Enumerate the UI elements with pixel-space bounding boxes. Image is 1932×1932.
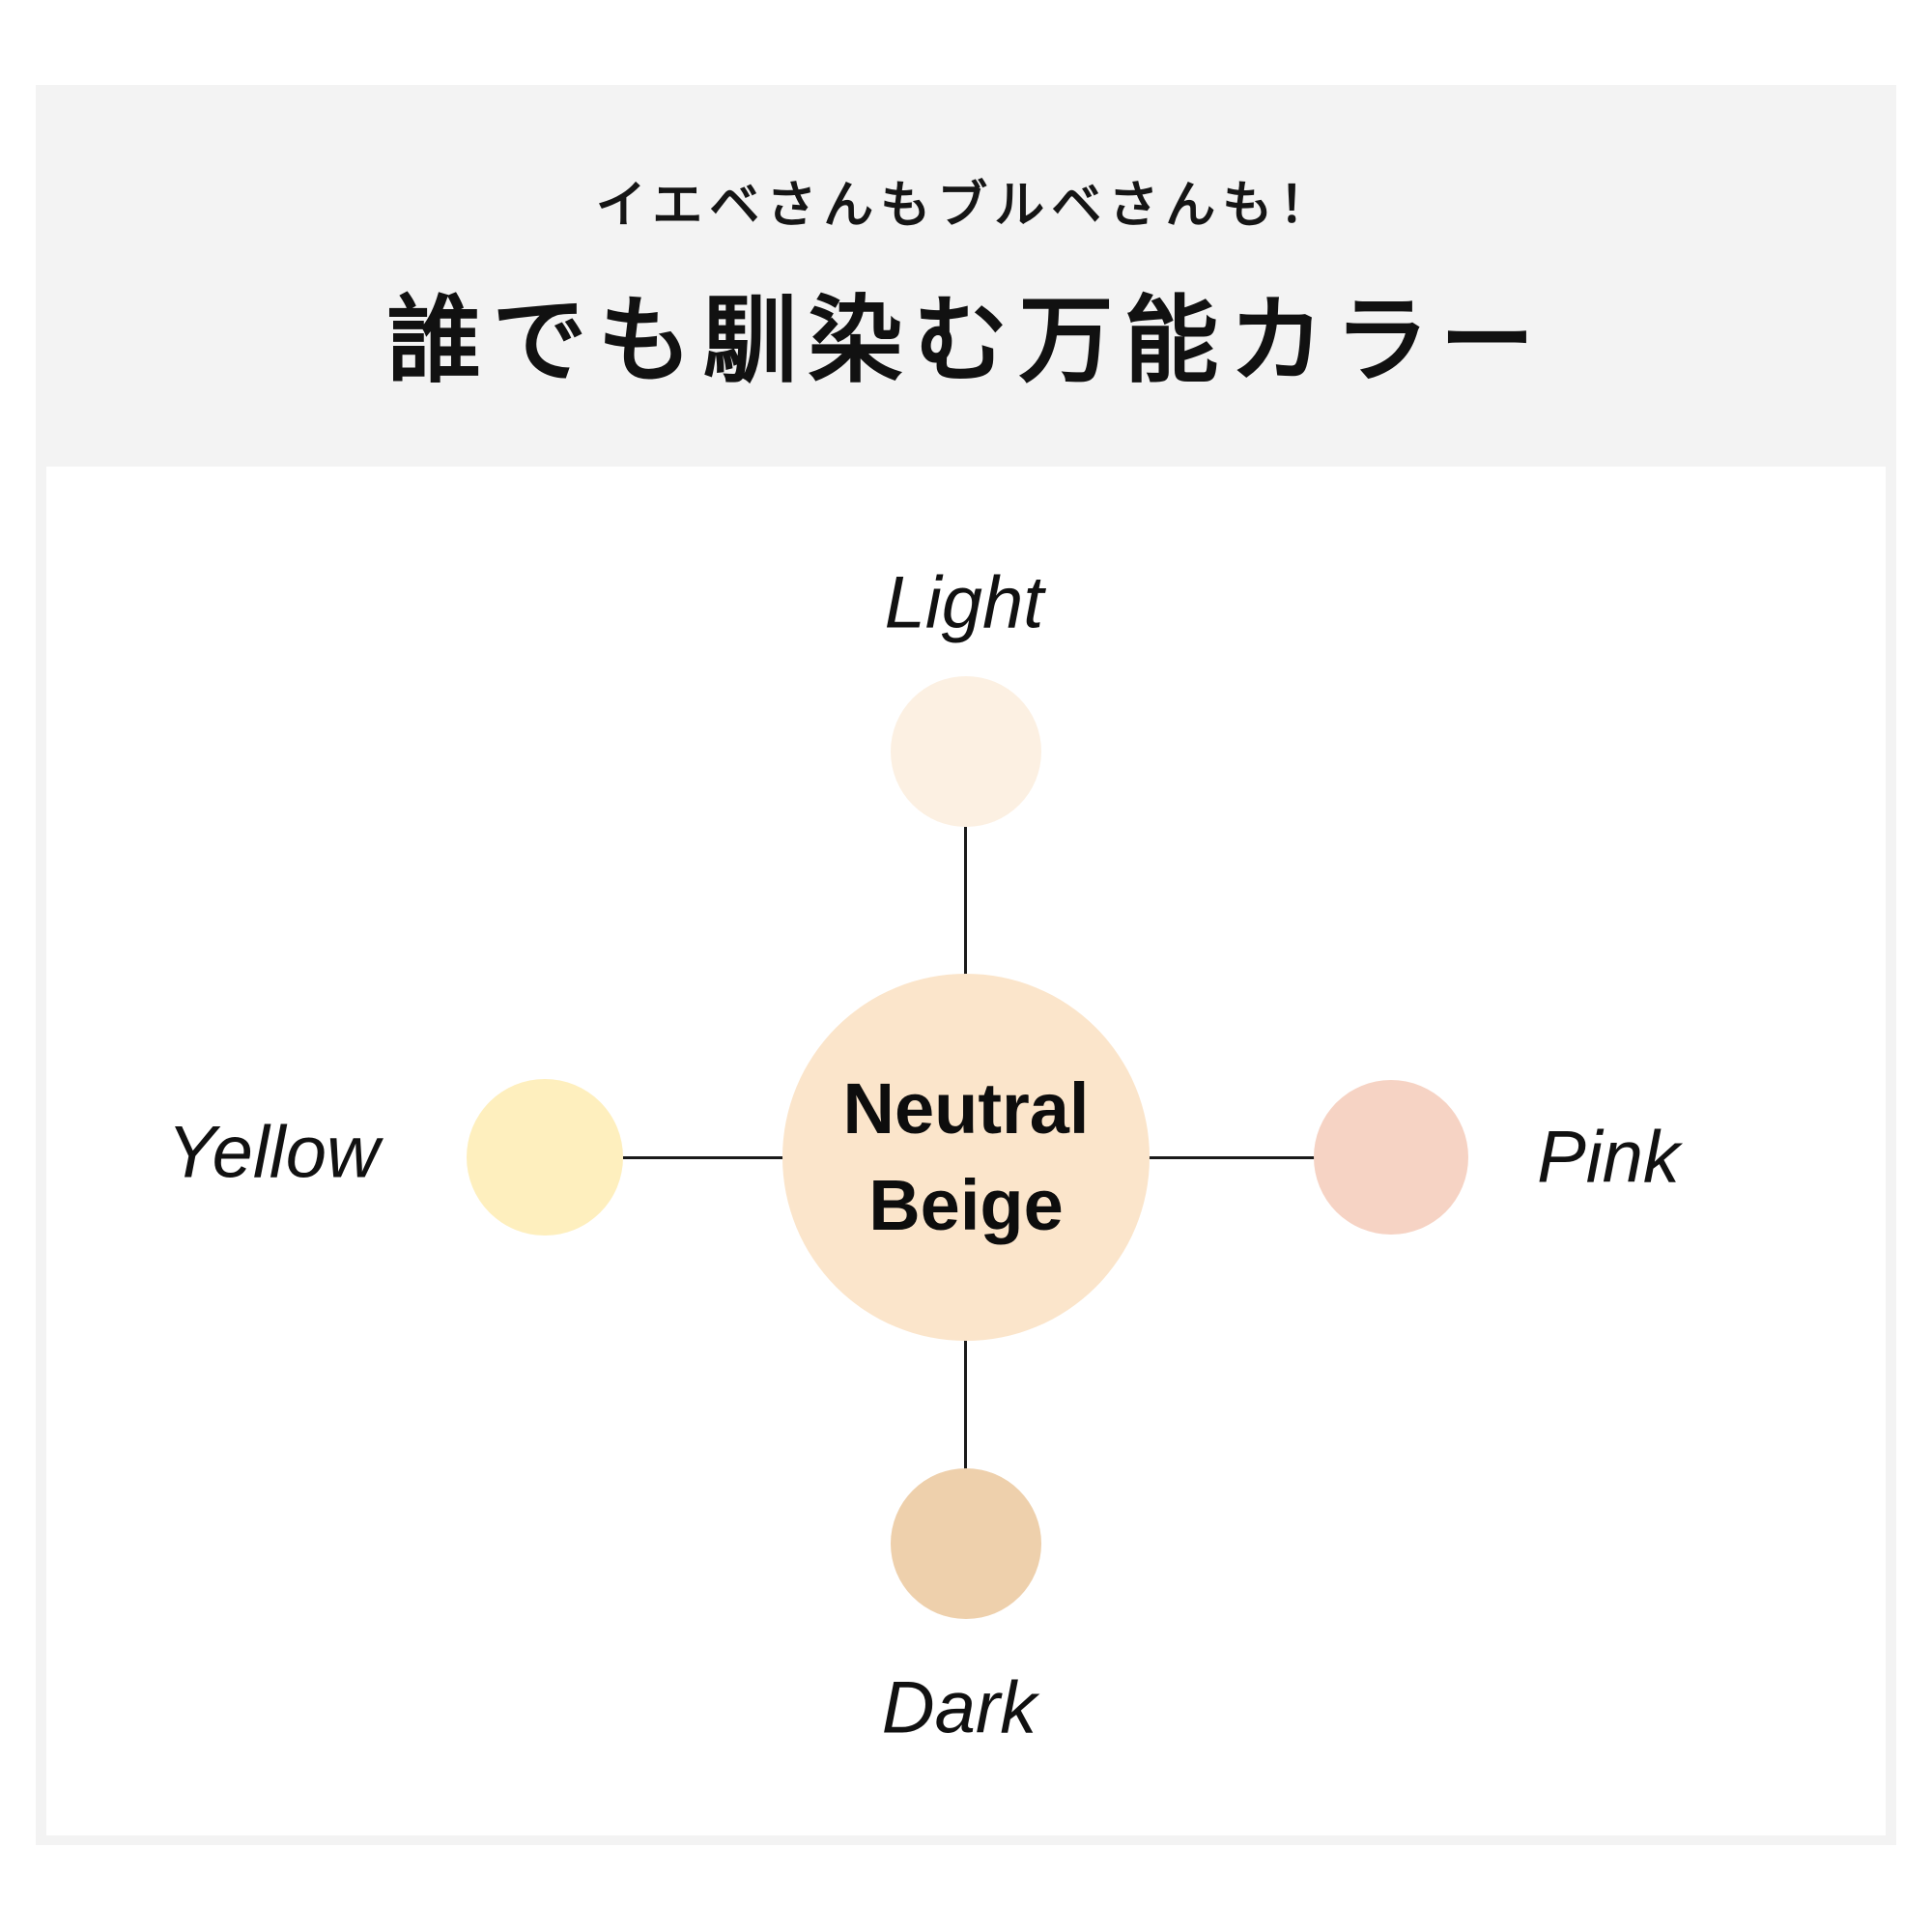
center-label-line1: Neutral [842, 1068, 1090, 1149]
label-pink: Pink [1537, 1116, 1680, 1199]
connector-top-line [964, 827, 967, 976]
yellow-color-circle [467, 1079, 623, 1236]
label-light: Light [884, 561, 1044, 644]
center-label-line2: Beige [868, 1165, 1064, 1245]
label-yellow: Yellow [167, 1111, 380, 1194]
connector-left-line [623, 1156, 784, 1159]
light-color-circle [891, 676, 1041, 827]
header-subtitle: イエベさんもブルベさんも！ [595, 178, 1337, 234]
dark-color-circle [891, 1468, 1041, 1619]
center-color-circle: Neutral Beige [782, 974, 1150, 1341]
page-title: 誰でも馴染む万能カラー [386, 287, 1546, 393]
connector-bottom-line [964, 1339, 967, 1470]
connector-right-line [1148, 1156, 1315, 1159]
label-dark: Dark [881, 1666, 1037, 1749]
pink-color-circle [1314, 1080, 1468, 1235]
